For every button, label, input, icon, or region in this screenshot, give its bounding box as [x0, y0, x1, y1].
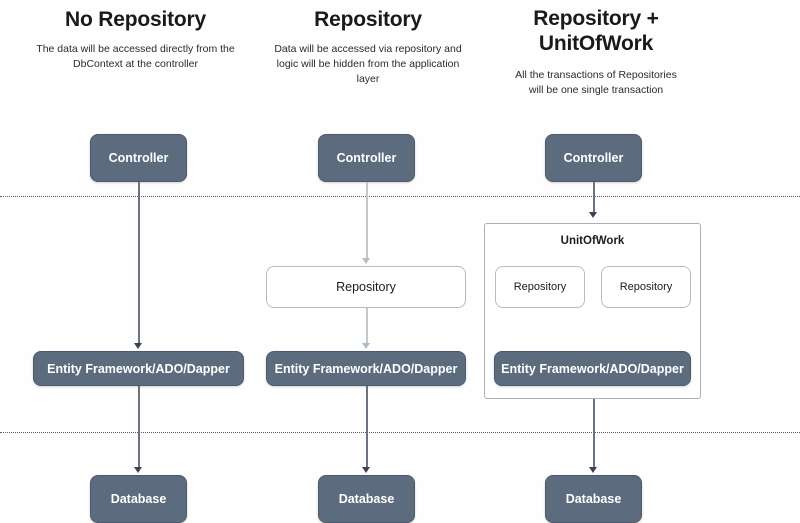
unit-of-work-title: UnitOfWork [560, 235, 625, 247]
node-database-col2[interactable]: Database [318, 475, 415, 523]
column-header-repository-unitofwork: Repository + UnitOfWork All the transact… [497, 6, 695, 98]
node-data-access-col3[interactable]: Entity Framework/ADO/Dapper [494, 351, 691, 386]
node-data-access-col2[interactable]: Entity Framework/ADO/Dapper [266, 351, 466, 386]
arrowhead-database-col3 [589, 467, 597, 473]
node-controller-col3[interactable]: Controller [545, 134, 642, 182]
node-database-col3[interactable]: Database [545, 475, 642, 523]
node-repository-col2[interactable]: Repository [266, 266, 466, 308]
connector-controller-to-dataaccess-col1 [138, 182, 140, 345]
connector-dataaccess-to-database-col1 [138, 386, 140, 469]
column-header-repository: Repository Data will be accessed via rep… [252, 6, 484, 87]
connector-controller-to-unitofwork-col3 [593, 182, 595, 214]
column-subtitle: The data will be accessed directly from … [36, 43, 235, 70]
column-title: Repository [314, 8, 422, 31]
node-controller-col1[interactable]: Controller [90, 134, 187, 182]
node-repository-two-col3[interactable]: Repository [601, 266, 691, 308]
arrowhead-repository-col2 [362, 258, 370, 264]
column-title: Repository + UnitOfWork [533, 7, 659, 55]
column-subtitle: Data will be accessed via repository and… [274, 43, 462, 85]
arrowhead-dataaccess-col1 [134, 343, 142, 349]
divider-controller-layer [0, 196, 800, 197]
connector-dataaccess-to-database-col2 [366, 386, 368, 469]
column-title: No Repository [65, 8, 206, 31]
arrowhead-unitofwork-col3 [589, 212, 597, 218]
column-header-no-repository: No Repository The data will be accessed … [8, 6, 263, 72]
arrowhead-database-col2 [362, 467, 370, 473]
divider-data-layer [0, 432, 800, 433]
arrowhead-database-col1 [134, 467, 142, 473]
arrowhead-dataaccess-col2 [362, 343, 370, 349]
node-database-col1[interactable]: Database [90, 475, 187, 523]
connector-unitofwork-to-database-col3 [593, 399, 595, 469]
node-repository-one-col3[interactable]: Repository [495, 266, 585, 308]
column-subtitle: All the transactions of Repositories wil… [515, 69, 677, 96]
connector-controller-to-repository-col2 [366, 182, 368, 260]
connector-repository-to-dataaccess-col2 [366, 308, 368, 345]
node-data-access-col1[interactable]: Entity Framework/ADO/Dapper [33, 351, 244, 386]
node-controller-col2[interactable]: Controller [318, 134, 415, 182]
